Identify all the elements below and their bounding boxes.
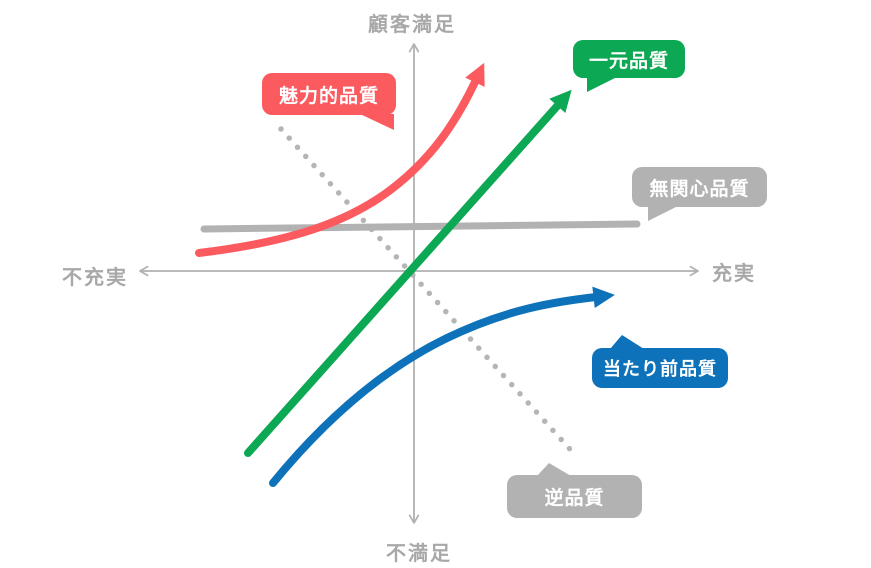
indifferent-quality-line [200, 220, 641, 233]
indifferent-quality-bubble: 無関心品質 [632, 167, 767, 221]
must-be-quality-bubble: 当たり前品質 [592, 335, 728, 388]
axis-label-fulfilled: 充実 [712, 263, 756, 285]
axis-label-customer-satisfaction: 顧客満足 [368, 14, 456, 36]
attractive-quality-bubble: 魅力的品質 [262, 73, 396, 130]
axis-label-unfulfilled: 不充実 [62, 267, 128, 289]
axis-label-dissatisfaction: 不満足 [386, 543, 452, 565]
attractive-quality-curve [195, 62, 485, 257]
reverse-quality-dotted-line [278, 126, 580, 460]
one-dimensional-quality-line [244, 89, 572, 457]
one-dimensional-quality-bubble: 一元品質 [573, 40, 685, 92]
reverse-quality-bubble: 逆品質 [507, 463, 642, 518]
must-be-quality-curve [269, 286, 615, 487]
